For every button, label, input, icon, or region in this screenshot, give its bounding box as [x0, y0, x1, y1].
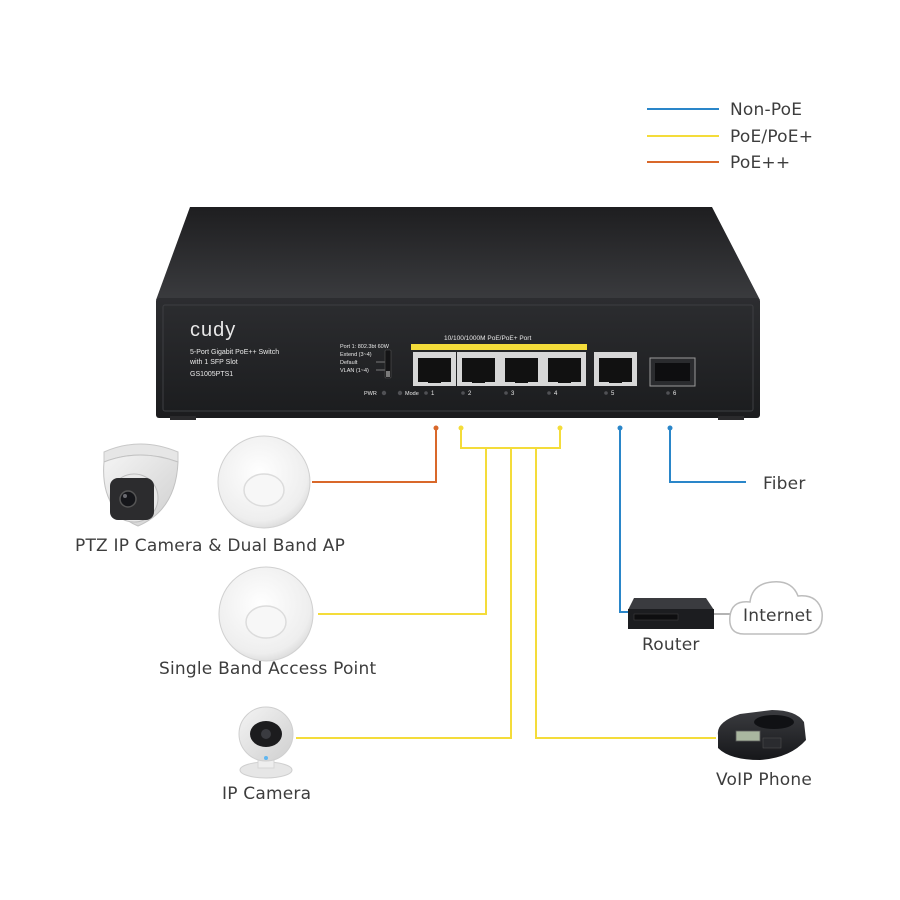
mode-led: [397, 390, 403, 396]
port-number-5: 5: [611, 391, 615, 397]
dot-port4: [557, 425, 563, 431]
dot-port2: [458, 425, 464, 431]
ip-camera-icon: [238, 706, 294, 779]
mode-switch-knob: [386, 371, 390, 377]
switch-foot-right: [718, 416, 744, 420]
ip-camera-lens: [261, 729, 271, 739]
port-number-1: 1: [431, 391, 435, 397]
port1-led: [424, 391, 428, 395]
router-icon: [628, 598, 714, 629]
port-number-3: 3: [511, 391, 515, 397]
legend: Non-PoE PoE/PoE+ PoE++: [647, 100, 813, 173]
port5-led: [604, 391, 608, 395]
single-band-ap-label: Single Band Access Point: [159, 659, 376, 679]
mode-info-line3: Default: [340, 360, 358, 366]
router-label: Router: [642, 635, 700, 655]
voip-phone-icon: [717, 710, 806, 760]
legend-item-non-poe: Non-PoE: [647, 100, 802, 120]
voip-phone-label: VoIP Phone: [716, 770, 812, 790]
ap-single-band-center: [245, 605, 287, 639]
sfp-port-cage: [655, 363, 690, 381]
dot-port1: [433, 425, 439, 431]
poe-port-group-bar: [411, 344, 587, 350]
switch-top: [156, 207, 760, 300]
port-number-6: 6: [673, 391, 677, 397]
rj45-port-1[interactable]: [413, 352, 456, 386]
access-point-icon: [217, 435, 311, 529]
connection-dots: [433, 425, 673, 431]
internet-label: Internet: [743, 606, 812, 626]
rj45-port-5[interactable]: [594, 352, 637, 386]
ptz-camera-ap-label: PTZ IP Camera & Dual Band AP: [75, 536, 345, 556]
legend-item-poe-plus-plus: PoE++: [647, 153, 790, 173]
port-number-4: 4: [554, 391, 558, 397]
switch-model: GS1005PTS1: [190, 371, 233, 378]
line-non-poe-router: [619, 430, 630, 613]
dot-port5: [617, 425, 623, 431]
switch-description-line1: 5-Port Gigabit PoE++ Switch: [190, 349, 279, 356]
rj45-port-clip: [472, 378, 485, 383]
rj45-port-clip: [609, 378, 622, 383]
cloud-icon: [729, 581, 823, 635]
fiber-label: Fiber: [763, 474, 806, 494]
switch-front-panel: [162, 304, 754, 412]
rj45-port-3[interactable]: [500, 352, 543, 386]
line-poe-plus-plus-port1: [312, 430, 437, 483]
rj45-port-clip: [515, 378, 528, 383]
router-top: [628, 598, 714, 610]
legend-item-poe: PoE/PoE+: [647, 127, 813, 147]
mode-label: Mode: [405, 391, 419, 397]
poe-port-group-label: 10/100/1000M PoE/PoE+ Port: [444, 335, 531, 342]
switch-description-line2: with 1 SFP Slot: [189, 359, 238, 366]
switch-foot-left: [170, 416, 196, 420]
voip-phone-speaker: [754, 715, 794, 729]
dot-port6: [667, 425, 673, 431]
legend-label-poe-plus-plus: PoE++: [730, 153, 790, 173]
voip-phone-keypad: [762, 737, 782, 749]
line-non-poe-fiber: [669, 430, 746, 483]
ap-dual-band-center: [243, 473, 285, 507]
ip-camera-status-led: [264, 756, 268, 760]
port2-led: [461, 391, 465, 395]
ptz-camera-icon: [103, 443, 179, 527]
legend-label-non-poe: Non-PoE: [730, 100, 802, 120]
line-poe-bus: [460, 430, 561, 449]
mode-info-line2: Extend (3~4): [340, 352, 372, 358]
internet-cloud-shape: [729, 581, 823, 635]
switch-brand-logo: cudy: [190, 319, 236, 341]
mode-info-line4: VLAN (1~4): [340, 368, 369, 374]
rj45-port-2[interactable]: [457, 352, 500, 386]
port-number-2: 2: [468, 391, 472, 397]
rj45-port-clip: [558, 378, 571, 383]
ip-camera-label: IP Camera: [222, 784, 311, 804]
pwr-led: [381, 390, 387, 396]
poe-switch: cudy 5-Port Gigabit PoE++ Switch with 1 …: [156, 207, 760, 420]
port4-led: [547, 391, 551, 395]
voip-phone-display: [735, 730, 761, 742]
pwr-label: PWR: [364, 391, 377, 397]
line-poe-ip-camera: [296, 448, 512, 739]
rj45-port-clip: [428, 378, 441, 383]
ptz-camera-lens-glint: [123, 494, 127, 498]
mode-info-line1: Port 1: 802.3bt 60W: [340, 344, 390, 350]
router-ports: [633, 613, 679, 621]
port3-led: [504, 391, 508, 395]
line-poe-voip: [535, 448, 716, 739]
sfp-port-6[interactable]: [649, 357, 696, 387]
ptz-camera-lens: [119, 490, 137, 508]
port6-led: [666, 391, 670, 395]
access-point-icon: [218, 566, 314, 662]
rj45-port-4[interactable]: [543, 352, 586, 386]
line-poe-single-ap: [318, 448, 487, 615]
connections: [296, 430, 746, 739]
legend-label-poe: PoE/PoE+: [730, 127, 813, 147]
